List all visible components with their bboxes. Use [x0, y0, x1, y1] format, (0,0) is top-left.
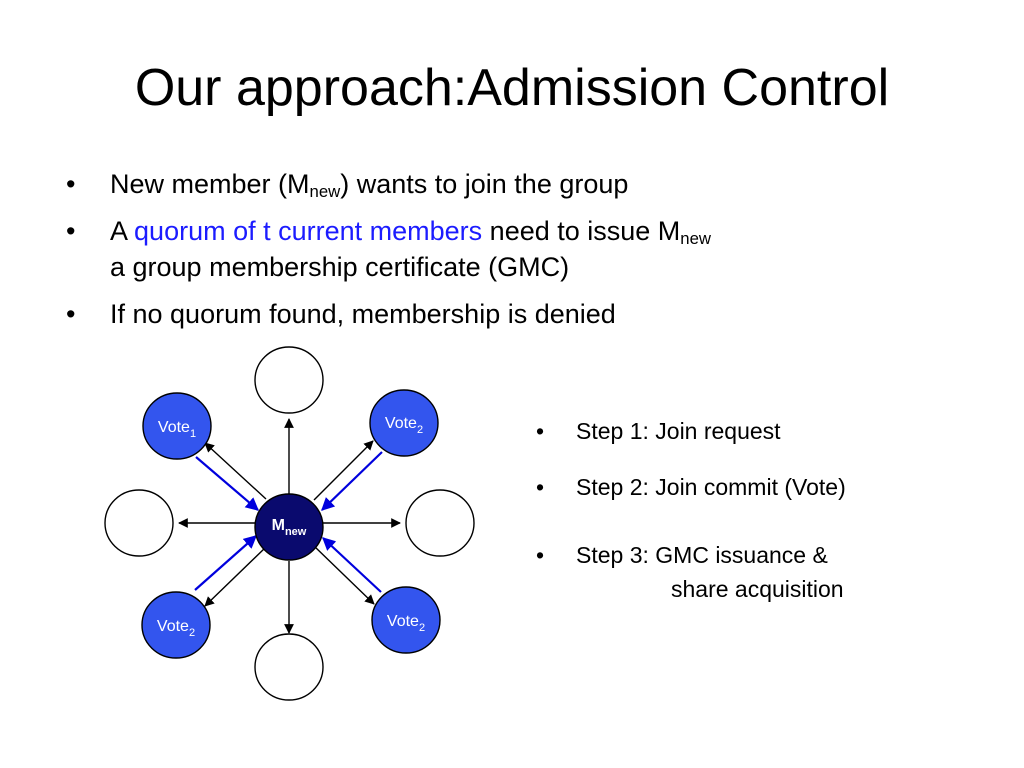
new-member-node: Mnew [254, 493, 324, 561]
bullet-dot: • [66, 299, 76, 329]
bullet-dot: • [66, 216, 76, 246]
arrow-to-top-right [313, 440, 374, 501]
vote-node-3: Vote2 [141, 591, 211, 659]
member-node-left [104, 489, 174, 557]
bullet-dot: • [536, 542, 545, 568]
slide-title: Our approach:Admission Control [134, 59, 890, 117]
member-node-right [405, 489, 475, 557]
member-node-bottom [254, 633, 324, 701]
member-node-top [254, 346, 324, 414]
bullet-item: • New member (Mnew) wants to join the gr… [66, 166, 966, 202]
vote-arrow-bottom-right [322, 537, 382, 593]
arrow-to-bottom-right [313, 545, 375, 605]
vote-arrow-top-left [195, 456, 260, 511]
bullet-dot: • [536, 418, 545, 444]
bullet-dot: • [66, 169, 76, 199]
vote-node-4: Vote2 [371, 586, 441, 654]
svg-text:Mnew: Mnew [272, 517, 307, 538]
vote-arrow-top-right [321, 451, 383, 511]
svg-text:Vote2: Vote2 [157, 618, 195, 639]
vote-node-1: Vote1 [142, 392, 212, 460]
bullet-list: • New member (Mnew) wants to join the gr… [66, 166, 966, 343]
vote-arrow-bottom-left [194, 535, 257, 591]
svg-text:Vote2: Vote2 [385, 415, 423, 436]
svg-text:Vote2: Vote2 [387, 613, 425, 634]
member-nodes [104, 346, 475, 701]
arrow-to-bottom-left [204, 546, 267, 607]
vote-node-2: Vote2 [369, 389, 439, 457]
highlighted-phrase: quorum of t current members [134, 216, 483, 246]
request-arrows [178, 418, 401, 634]
vote-arrows [194, 451, 383, 593]
bullet-dot: • [536, 474, 545, 500]
bullet-item: • If no quorum found, membership is deni… [66, 296, 966, 332]
arrow-to-top-left [204, 442, 267, 500]
svg-text:Vote1: Vote1 [158, 419, 196, 440]
bullet-item: • A quorum of t current members need to … [66, 213, 966, 285]
